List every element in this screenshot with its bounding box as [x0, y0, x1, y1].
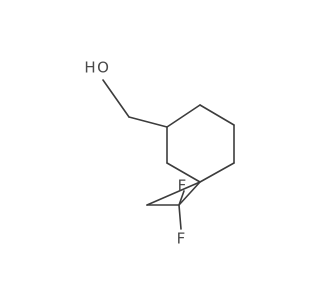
bond-ring-5 — [166, 162, 201, 183]
bond-ring-2 — [199, 104, 235, 126]
bond-c-f-2 — [178, 204, 182, 230]
atom-label-oxygen: O — [97, 59, 109, 77]
atom-label-hydrogen: H — [84, 59, 95, 77]
bond-ring-4 — [199, 162, 235, 183]
bond-cyclopropane-1 — [146, 181, 201, 206]
bond-ring-1 — [166, 104, 201, 128]
bond-ch2-ring — [128, 116, 168, 128]
bond-c-f-1 — [178, 190, 185, 206]
structure-canvas: H O F F — [84, 58, 235, 248]
bond-cyclopropane-3 — [178, 181, 201, 206]
bond-o-ch2 — [102, 79, 130, 118]
atom-label-fluorine-1: F — [178, 177, 187, 195]
molecule-diagram: H O F F — [84, 59, 235, 248]
atom-label-fluorine-2: F — [177, 230, 186, 248]
